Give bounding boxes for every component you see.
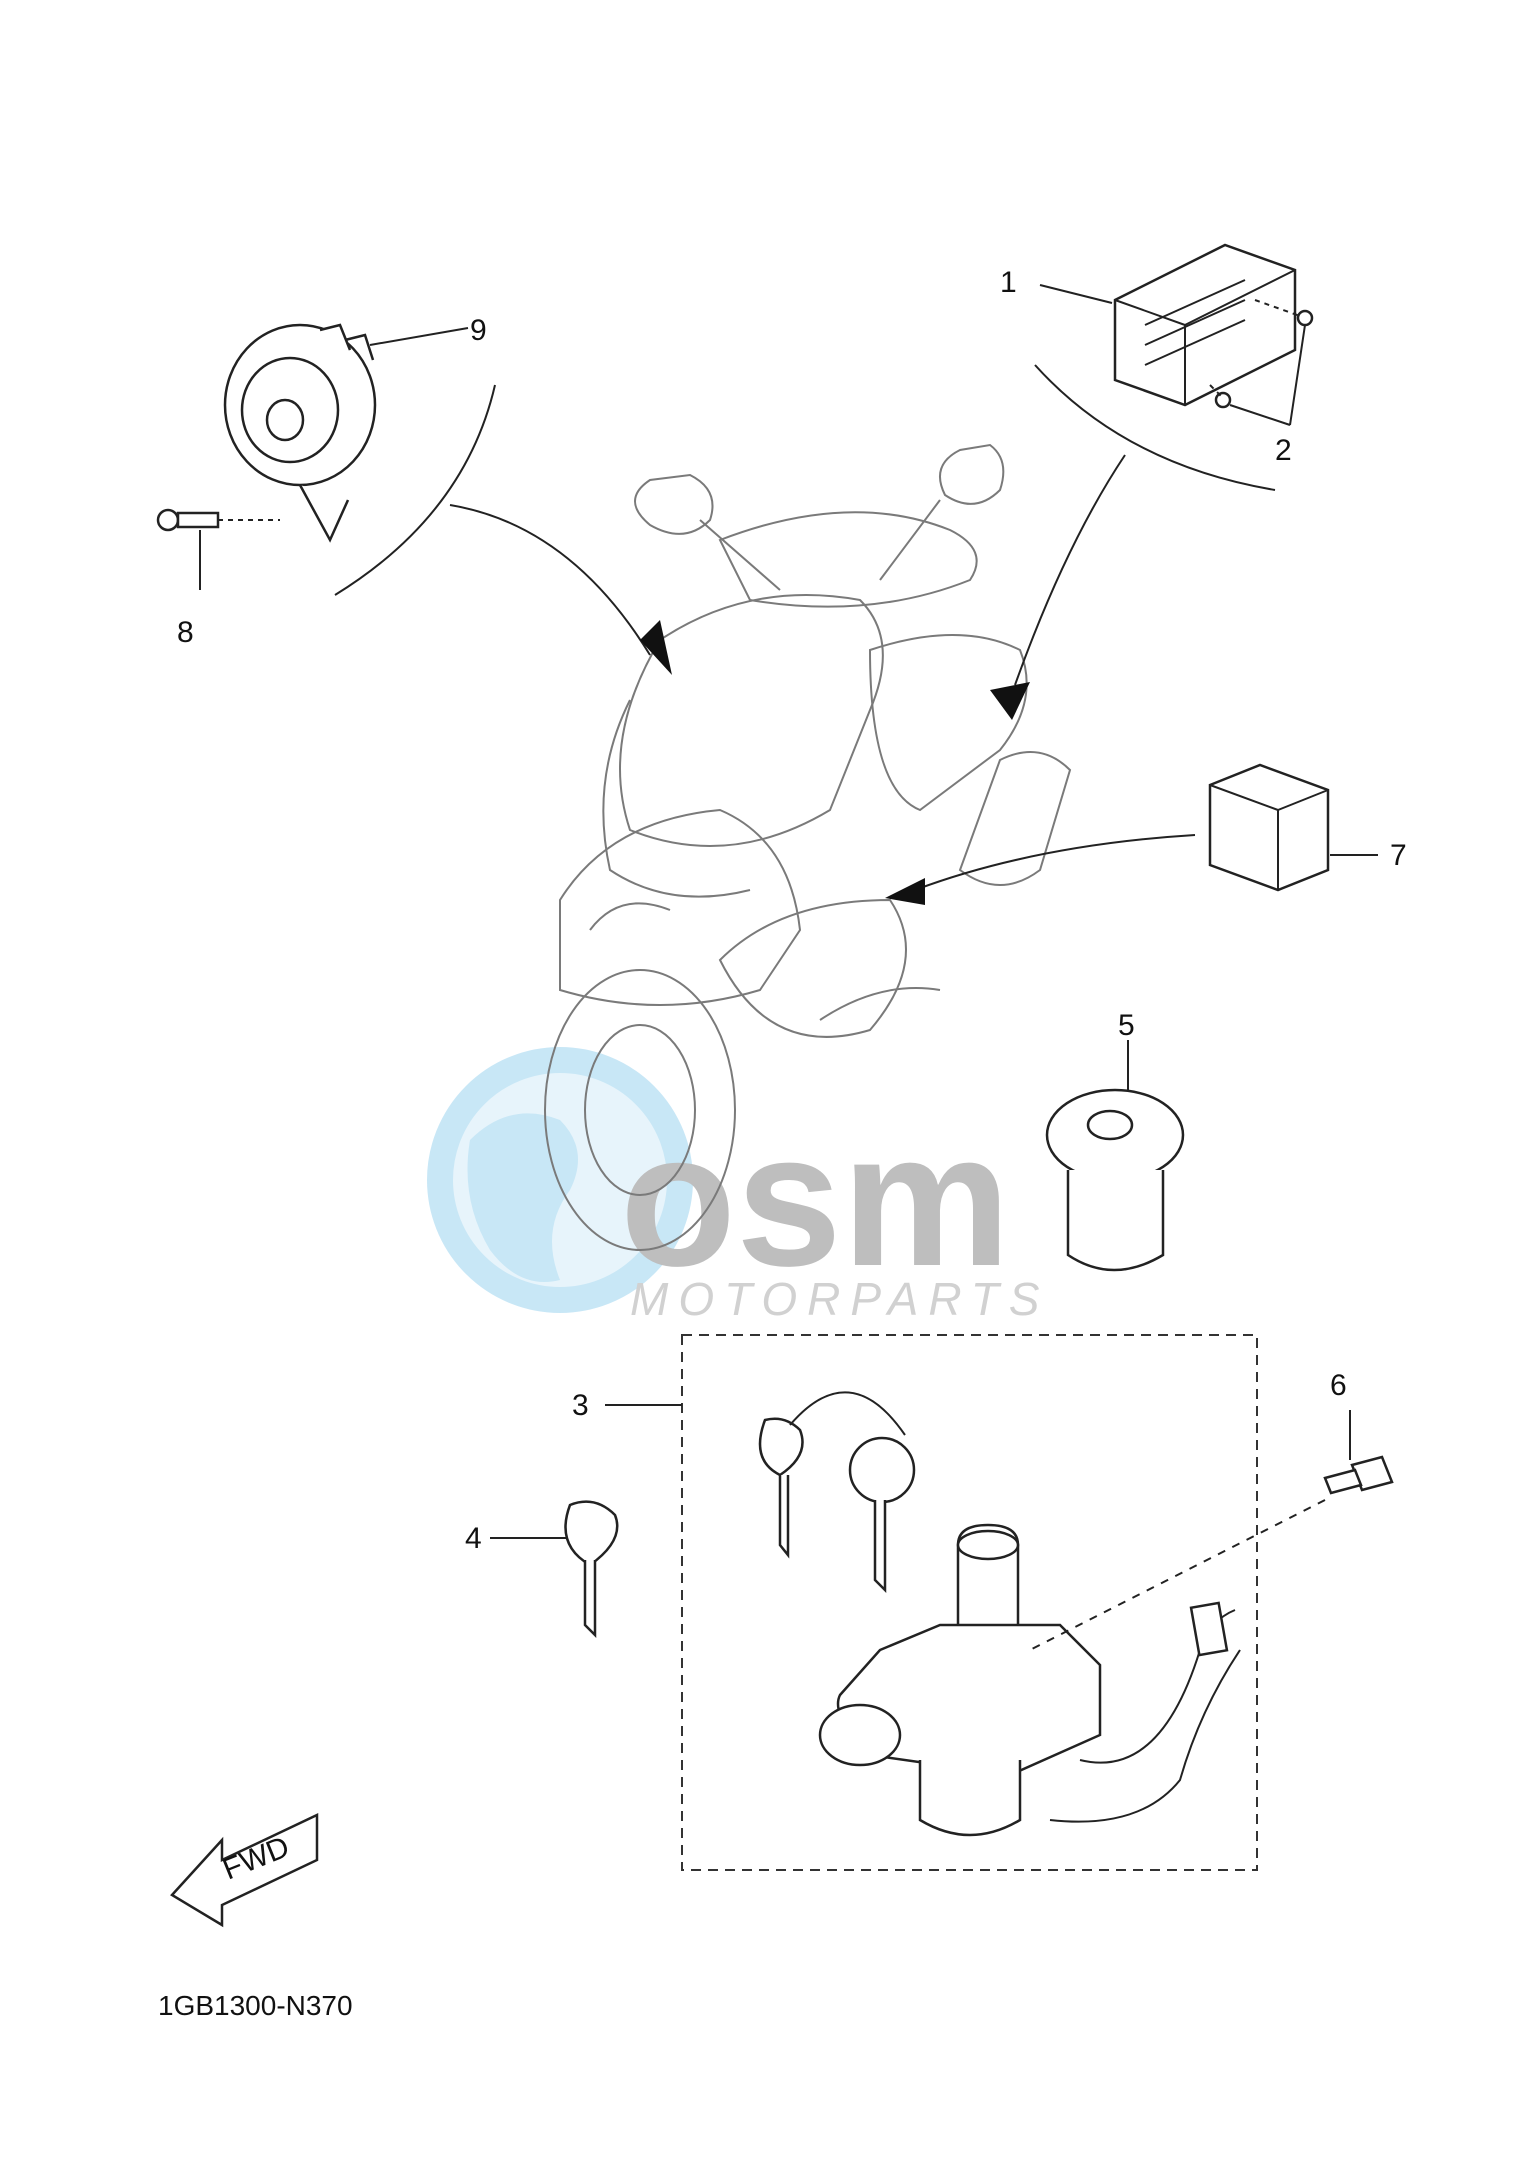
rectifier-zone-arc	[1034, 364, 1276, 491]
part-8-bolt	[156, 508, 280, 590]
part-3-keys	[758, 1391, 916, 1594]
arrow-to-rectifier-location	[990, 682, 1030, 720]
callout-9: 9	[470, 314, 487, 347]
part-4-key	[490, 1500, 619, 1639]
horn-zone-arc	[334, 384, 496, 596]
part-2-screws	[1209, 299, 1314, 426]
part-6-bolt	[1323, 1410, 1394, 1495]
callout-2: 2	[1275, 434, 1292, 467]
bolt-6-dash	[1029, 1499, 1326, 1651]
callout-1: 1	[1000, 266, 1017, 299]
part-3-ignition-switch	[818, 1523, 1241, 1837]
watermark-brand: osm	[620, 1094, 1011, 1306]
arrow-to-horn-location	[640, 620, 672, 675]
callout-7: 7	[1390, 839, 1407, 872]
arrow-to-relay-location	[885, 878, 925, 905]
watermark-tagline: MOTORPARTS	[630, 1273, 1049, 1325]
part-9-horn	[223, 323, 469, 543]
part-3-kit-box	[681, 1334, 1258, 1871]
callout-6: 6	[1330, 1369, 1347, 1402]
part-7-relay	[1208, 763, 1378, 892]
callout-3: 3	[572, 1389, 589, 1422]
scooter-outline	[544, 443, 1072, 1251]
part-1-rectifier	[1039, 243, 1297, 407]
callout-4: 4	[465, 1522, 482, 1555]
watermark: osm MOTORPARTS	[427, 1047, 1049, 1325]
callout-8: 8	[177, 616, 194, 649]
indicator-arrows	[449, 454, 1196, 905]
fwd-arrow: FWD	[170, 1813, 319, 1928]
callout-5: 5	[1118, 1009, 1135, 1042]
part-5-cap	[1045, 1040, 1185, 1272]
diagram-code: 1GB1300-N370	[158, 1990, 353, 2021]
